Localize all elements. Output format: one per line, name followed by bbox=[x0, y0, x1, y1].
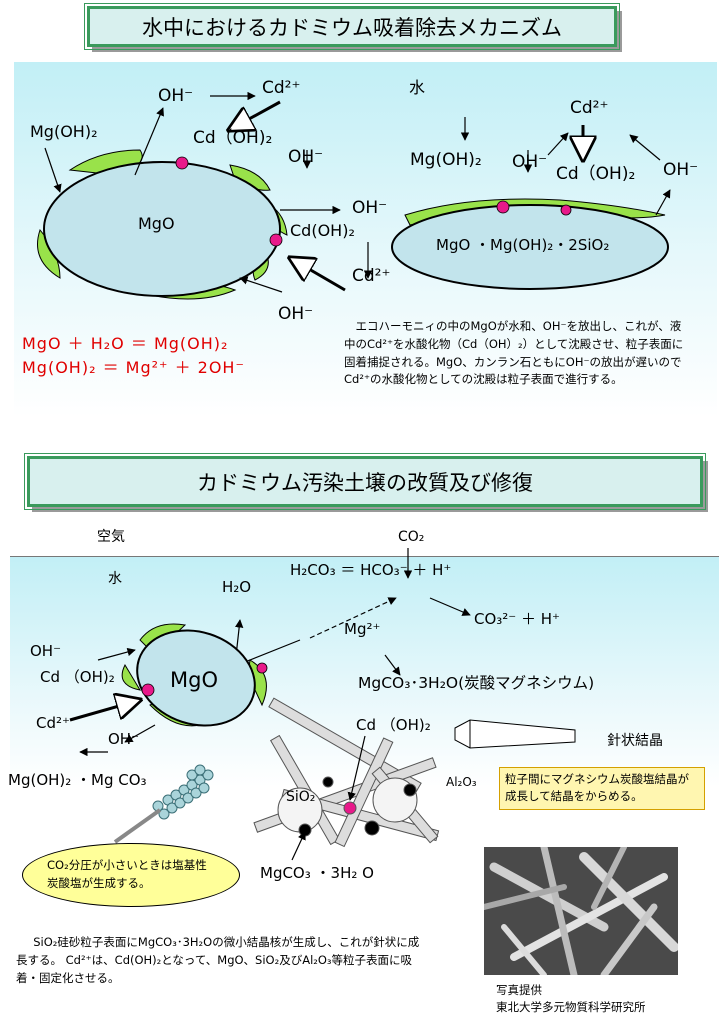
section2-particle bbox=[121, 623, 268, 727]
co2-callout: CO₂分圧が小さいときは塩基性炭酸塩が生成する。 bbox=[22, 843, 240, 907]
section2-title: カドミウム汚染土壌の改質及び修復 bbox=[24, 453, 706, 510]
label-cdoh2-right-particle: Cd（OH)₂ bbox=[556, 164, 636, 184]
label-cd-top: Cd²⁺ bbox=[262, 78, 301, 98]
label-h2o: H₂O bbox=[222, 578, 252, 596]
label-mg2: Mg²⁺ bbox=[344, 620, 381, 638]
co2-callout-text: CO₂分圧が小さいときは塩基性炭酸塩が生成する。 bbox=[47, 858, 207, 890]
label-needle-crystal: 針状結晶 bbox=[607, 733, 663, 749]
label-al2o3: Al₂O₃ bbox=[446, 775, 477, 789]
label-air: 空気 bbox=[97, 529, 125, 545]
label-water-2: 水 bbox=[108, 571, 122, 587]
note-box: 粒子間にマグネシウム炭酸塩結晶が成長して結晶をからめる。 bbox=[499, 767, 705, 810]
label-oh-bottom: OH⁻ bbox=[278, 304, 314, 324]
label-co2: CO₂ bbox=[398, 529, 425, 545]
label-sio2: SiO₂ bbox=[286, 789, 316, 805]
label-core-right: MgO ・Mg(OH)₂・2SiO₂ bbox=[436, 236, 610, 254]
equation-1: MgO ＋ H₂O ＝ Mg(OH)₂ bbox=[22, 334, 229, 353]
section2-description: SiO₂硅砂粒子表面にMgCO₃･3H₂Oの微小結晶核が生成し、これが針状に成長… bbox=[16, 935, 420, 985]
micrograph-image bbox=[484, 847, 678, 975]
label-mgoh2-left: Mg(OH)₂ bbox=[30, 122, 98, 141]
section1-title: 水中におけるカドミウム吸着除去メカニズム bbox=[84, 3, 620, 50]
label-oh-right: OH⁻ bbox=[352, 198, 388, 218]
section1-title-text: 水中におけるカドミウム吸着除去メカニズム bbox=[142, 15, 562, 40]
left-arrows bbox=[44, 91, 373, 293]
right-particle bbox=[391, 198, 669, 290]
label-oh-right-left: OH⁻ bbox=[512, 152, 548, 172]
label-mgoh2-mgco3: Mg(OH)₂ ・Mg CO₃ bbox=[8, 771, 147, 789]
label-oh-mid: OH⁻ bbox=[288, 147, 324, 167]
note-box-text: 粒子間にマグネシウム炭酸塩結晶が成長して結晶をからめる。 bbox=[505, 772, 689, 804]
label-cd-right: Cd²⁺ bbox=[352, 266, 391, 286]
label-cdoh2-right: Cd(OH)₂ bbox=[290, 221, 355, 240]
section2-title-text: カドミウム汚染土壌の改質及び修復 bbox=[197, 470, 533, 495]
label-core-left: MgO bbox=[138, 214, 175, 233]
label-cdoh2-center: Cd （OH)₂ bbox=[356, 716, 431, 734]
section2-arrows bbox=[69, 548, 471, 757]
equation-2: Mg(OH)₂ ＝ Mg²⁺ ＋ 2OH⁻ bbox=[22, 358, 245, 377]
label-water-1: 水 bbox=[409, 78, 426, 97]
photo-credit-2: 東北大学多元物質科学研究所 bbox=[496, 1000, 646, 1014]
label-oh-s2-left: OH⁻ bbox=[30, 642, 62, 660]
label-oh-right-right: OH⁻ bbox=[663, 160, 699, 180]
label-oh-top: OH⁻ bbox=[158, 86, 194, 106]
label-core-s2: MgO bbox=[170, 668, 218, 692]
label-h2co3-equation: H₂CO₃ ＝ HCO₃⁻ ＋ H⁺ bbox=[290, 561, 452, 579]
micrograph-photo bbox=[484, 847, 678, 975]
label-mgco3-bottom: MgCO₃ ・3H₂ O bbox=[260, 864, 374, 882]
crystal-cluster bbox=[253, 697, 440, 848]
beads-stick bbox=[113, 808, 162, 844]
mgco3-beads bbox=[152, 764, 214, 820]
label-oh-s2-bottom: OH⁻ bbox=[108, 730, 140, 748]
section1-description: エコハーモニィの中のMgOが水和、OH⁻を放出し、これが、液中のCd²⁺を水酸化… bbox=[344, 319, 684, 387]
label-mgco3-hydrate: MgCO₃･3H₂O(炭酸マグネシウム) bbox=[358, 674, 595, 692]
right-arrows bbox=[460, 117, 671, 216]
label-mgoh2-right: Mg(OH)₂ bbox=[410, 150, 482, 170]
label-cdoh2-s2-left: Cd （OH)₂ bbox=[40, 668, 115, 686]
label-cd-s2-left: Cd²⁺ bbox=[36, 714, 70, 732]
label-cd-right-top: Cd²⁺ bbox=[570, 98, 609, 118]
label-cdoh2-top: Cd（OH)₂ bbox=[193, 128, 273, 148]
photo-credit-1: 写真提供 bbox=[496, 983, 542, 997]
left-particle bbox=[37, 149, 288, 300]
label-co3: CO₃²⁻ ＋ H⁺ bbox=[474, 610, 560, 628]
needle-crystal-icon bbox=[454, 719, 576, 749]
